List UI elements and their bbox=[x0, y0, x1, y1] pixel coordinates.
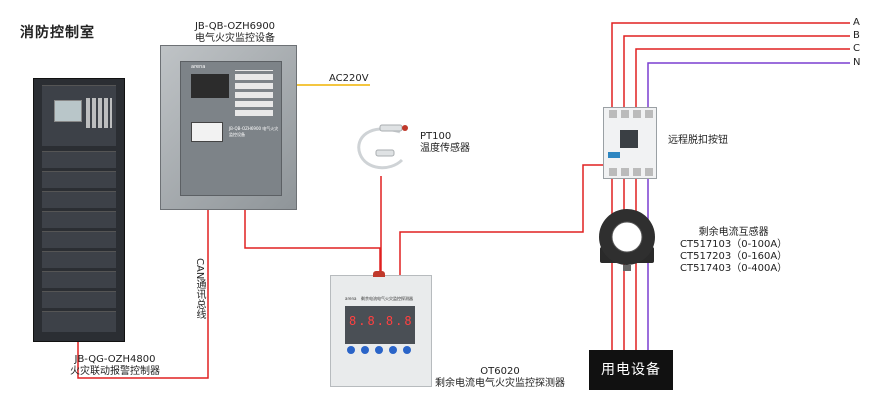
temperature-probe-icon bbox=[357, 124, 408, 170]
phase-c-label: C bbox=[853, 43, 860, 54]
monitor-lcd bbox=[191, 74, 229, 98]
detector-button-1 bbox=[347, 346, 355, 354]
cabinet-panel-7 bbox=[42, 271, 116, 288]
cabinet-panel-5 bbox=[42, 231, 116, 248]
detector-breaker-line bbox=[399, 164, 603, 275]
can-bus-label: CAN通讯总线 bbox=[194, 258, 205, 320]
monitor-printer bbox=[191, 122, 223, 142]
electrical-fire-monitor-unit: arena JB-QB-OZH6900 电气火灾监控设备 bbox=[160, 45, 297, 210]
breaker-terminal bbox=[633, 110, 641, 118]
ct-label: 剩余电流互感器 CT517103（0-100A） CT517203（0-160A… bbox=[680, 227, 787, 275]
detector-digits: 8.8.8.8 bbox=[349, 314, 414, 328]
breaker-terminal bbox=[609, 110, 617, 118]
ct-model-1: CT517103（0-100A） bbox=[680, 239, 788, 250]
breaker-terminal bbox=[621, 168, 629, 176]
detector-face-name: 剩余电流电气火灾监控探测器 bbox=[361, 296, 413, 301]
detector-model: OT6020 bbox=[480, 366, 520, 377]
detector-display bbox=[345, 306, 415, 344]
detector-temp-terminal bbox=[373, 271, 385, 277]
monitor-face: arena JB-QB-OZH6900 电气火灾监控设备 bbox=[180, 61, 282, 196]
cabinet-panel-1 bbox=[42, 151, 116, 168]
cabinet-top-panel bbox=[42, 85, 116, 146]
ct-model-3: CT517403（0-400A） bbox=[680, 263, 788, 274]
phase-a-line bbox=[611, 22, 850, 107]
phase-a-label: A bbox=[853, 17, 860, 28]
detector-button-3 bbox=[375, 346, 383, 354]
controller-label: JB-QG-OZH4800 火灾联动报警控制器 bbox=[70, 354, 160, 378]
sensor-model: PT100 bbox=[420, 131, 452, 142]
sensor-name: 温度传感器 bbox=[420, 143, 470, 154]
breaker-terminal bbox=[645, 110, 653, 118]
circuit-breaker bbox=[603, 107, 657, 179]
phase-n-line bbox=[647, 62, 850, 107]
monitor-brand-logo: arena bbox=[191, 64, 206, 70]
cabinet-panel-9 bbox=[42, 311, 116, 332]
cabinet-keypad bbox=[86, 98, 112, 128]
monitor-detector-line bbox=[244, 208, 381, 275]
cabinet-panel-3 bbox=[42, 191, 116, 208]
cabinet-panel-4 bbox=[42, 211, 116, 228]
monitor-label: JB-QB-OZH6900 电气火灾监控设备 bbox=[178, 21, 292, 45]
residual-current-detector: arena 剩余电流电气火灾监控探测器 8.8.8.8 bbox=[330, 271, 432, 387]
detector-label: OT6020 剩余电流电气火灾监控探测器 bbox=[425, 366, 575, 390]
detector-button-2 bbox=[361, 346, 369, 354]
cabinet-panel-6 bbox=[42, 251, 116, 268]
breaker-toggle bbox=[620, 130, 638, 148]
monitor-keypad bbox=[235, 70, 273, 116]
breaker-terminal bbox=[609, 168, 617, 176]
phase-n-label: N bbox=[853, 57, 861, 68]
ct-title: 剩余电流互感器 bbox=[698, 227, 769, 238]
detector-name: 剩余电流电气火灾监控探测器 bbox=[435, 378, 565, 389]
breaker-terminal bbox=[621, 110, 629, 118]
page-title: 消防控制室 bbox=[20, 25, 95, 41]
ct-model-2: CT517203（0-160A） bbox=[680, 251, 788, 262]
controller-model: JB-QG-OZH4800 bbox=[74, 354, 156, 365]
sensor-label: PT100 温度传感器 bbox=[420, 131, 470, 155]
controller-name: 火灾联动报警控制器 bbox=[70, 366, 160, 377]
detector-button-5 bbox=[403, 346, 411, 354]
cabinet-panel-8 bbox=[42, 291, 116, 308]
cabinet-screen bbox=[54, 100, 82, 122]
breaker-terminal bbox=[633, 168, 641, 176]
detector-brand-logo: arena bbox=[345, 296, 357, 301]
detector-button-4 bbox=[389, 346, 397, 354]
electrical-equipment-box: 用电设备 bbox=[589, 350, 673, 390]
monitor-nameplate: JB-QB-OZH6900 电气火灾监控设备 bbox=[229, 126, 279, 137]
monitor-model: JB-QB-OZH6900 bbox=[194, 21, 276, 32]
breaker-test-button bbox=[608, 152, 620, 158]
can-bus-line bbox=[77, 208, 209, 379]
breaker-label: 远程脱扣按钮 bbox=[668, 135, 728, 146]
cabinet-panel-2 bbox=[42, 171, 116, 188]
current-transformer-icon bbox=[599, 209, 655, 271]
phase-b-label: B bbox=[853, 30, 860, 41]
phase-b-line bbox=[623, 35, 850, 107]
fire-alarm-controller-cabinet bbox=[33, 78, 125, 342]
monitor-name: 电气火灾监控设备 bbox=[195, 33, 275, 44]
breaker-terminal bbox=[645, 168, 653, 176]
power-label: AC220V bbox=[329, 73, 369, 84]
phase-c-line bbox=[635, 48, 850, 107]
